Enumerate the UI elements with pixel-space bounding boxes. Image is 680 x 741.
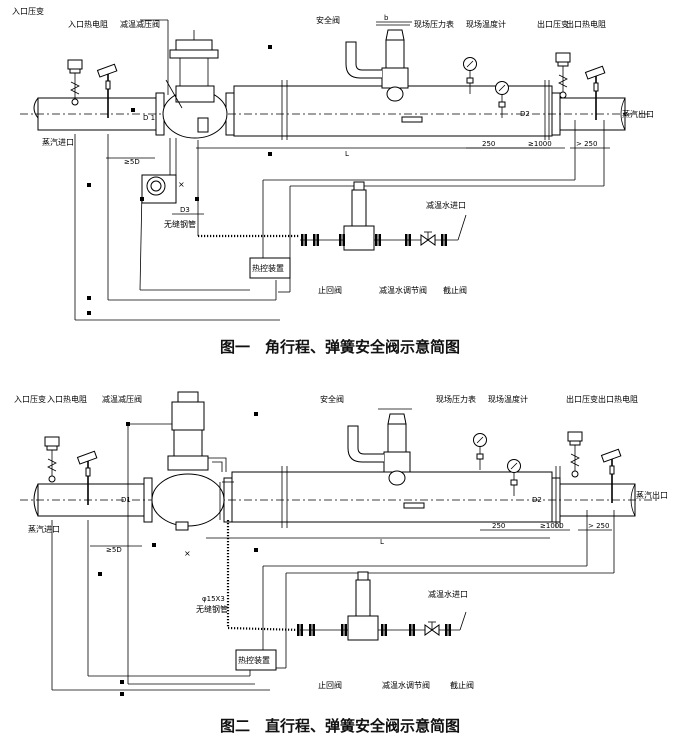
label-min-5d: ≥5D <box>124 158 140 166</box>
label-thermal-control-device: 热控装置 <box>252 263 284 273</box>
dimension-lines-1 <box>106 21 610 215</box>
thermal-control-box-1 <box>249 257 291 279</box>
label-dim-250-a: 250 <box>482 140 495 148</box>
label-steam-outlet-2: 蒸汽出口 <box>636 490 668 500</box>
label-check-valve: 止回阀 <box>318 285 342 295</box>
label-outlet-thermal-resistor: 出口热电阻 <box>566 19 606 29</box>
thermal-control-box-2 <box>235 649 277 671</box>
label-water-regulating-valve-2: 减温水调节阀 <box>382 680 430 690</box>
signal-lines-1 <box>74 120 605 321</box>
label-b: b <box>384 14 389 22</box>
label-min-5d-2: ≥5D <box>106 546 122 554</box>
label-outlet-thermal-resistor-2: 出口热电阻 <box>598 394 638 404</box>
label-d2-2: D2 <box>532 496 542 504</box>
label-length-l: L <box>345 150 349 158</box>
label-check-valve-2: 止回阀 <box>318 680 342 690</box>
desuperheating-water-line-2 <box>297 571 467 641</box>
main-steam-pipe <box>20 80 650 140</box>
svg-text:×: × <box>184 549 191 558</box>
label-steam-inlet: 蒸汽进口 <box>42 137 74 147</box>
label-d1-2: D1 <box>121 496 131 504</box>
label-stop-valve: 截止阀 <box>443 285 467 295</box>
label-field-pressure-gauge: 现场压力表 <box>414 19 454 29</box>
dimension-lines-2 <box>90 529 612 547</box>
label-pressure-reducing-valve-2: 减温减压阀 <box>102 394 142 404</box>
figure-1: × <box>12 6 654 356</box>
label-d3: D3 <box>180 206 190 214</box>
safety-valve-2 <box>347 408 412 486</box>
label-length-l-2: L <box>380 538 384 546</box>
svg-text:×: × <box>178 180 185 189</box>
label-pipe-spec: φ15X3 <box>202 595 225 603</box>
label-desuperheating-water-inlet-2: 减温水进口 <box>428 589 468 599</box>
label-steam-outlet: 蒸汽出口 <box>622 109 654 119</box>
label-field-thermometer-2: 现场温度计 <box>488 394 528 404</box>
label-d2: D2 <box>520 110 530 118</box>
label-seamless-pipe: 无缝钢管 <box>164 219 196 229</box>
junction-markers-2 <box>98 412 258 696</box>
label-seamless-pipe-2: 无缝钢管 <box>196 604 228 614</box>
safety-valve-1 <box>345 24 410 102</box>
label-water-regulating-valve: 减温水调节阀 <box>379 285 427 295</box>
label-dim-250-b-2: > 250 <box>588 522 609 530</box>
label-stop-valve-2: 截止阀 <box>450 680 474 690</box>
figure-2: × <box>14 391 668 735</box>
label-safety-valve-2: 安全阀 <box>320 394 344 404</box>
label-inlet-thermal-resistor: 入口热电阻 <box>68 19 108 29</box>
label-d1: D 1 <box>143 114 155 122</box>
figure-1-caption: 图一 角行程、弹簧安全阀示意简图 <box>220 338 460 356</box>
figure-2-caption: 图二 直行程、弹簧安全阀示意简图 <box>220 717 460 735</box>
label-dim-1000-2: ≥1000 <box>540 522 564 530</box>
label-dim-250-a-2: 250 <box>492 522 505 530</box>
signal-lines-2 <box>51 423 615 691</box>
label-inlet-thermal-resistor-2: 入口热电阻 <box>47 394 87 404</box>
label-safety-valve: 安全阀 <box>316 15 340 25</box>
desuperheating-water-line-1 <box>300 181 467 251</box>
label-inlet-pressure: 入口压变 <box>12 6 44 16</box>
label-outlet-pressure: 出口压变 <box>537 19 569 29</box>
label-steam-inlet-2: 蒸汽进口 <box>28 524 60 534</box>
main-steam-pipe-2 <box>20 466 660 528</box>
pressure-reducing-valve-2: × <box>151 391 234 558</box>
label-desuperheating-water-inlet: 减温水进口 <box>426 200 466 210</box>
label-dim-250-b: > 250 <box>576 140 597 148</box>
actuator-1: × <box>141 174 185 204</box>
label-field-thermometer: 现场温度计 <box>466 19 506 29</box>
pressure-reducing-valve-1 <box>140 19 228 190</box>
label-pressure-reducing-valve: 减温减压阀 <box>120 19 160 29</box>
label-dim-1000: ≥1000 <box>528 140 552 148</box>
label-inlet-pressure-2: 入口压变 <box>14 394 46 404</box>
label-thermal-control-device-2: 热控装置 <box>238 655 270 665</box>
label-field-pressure-gauge-2: 现场压力表 <box>436 394 476 404</box>
label-outlet-pressure-2: 出口压变 <box>566 394 598 404</box>
junction-markers-1 <box>87 45 272 315</box>
